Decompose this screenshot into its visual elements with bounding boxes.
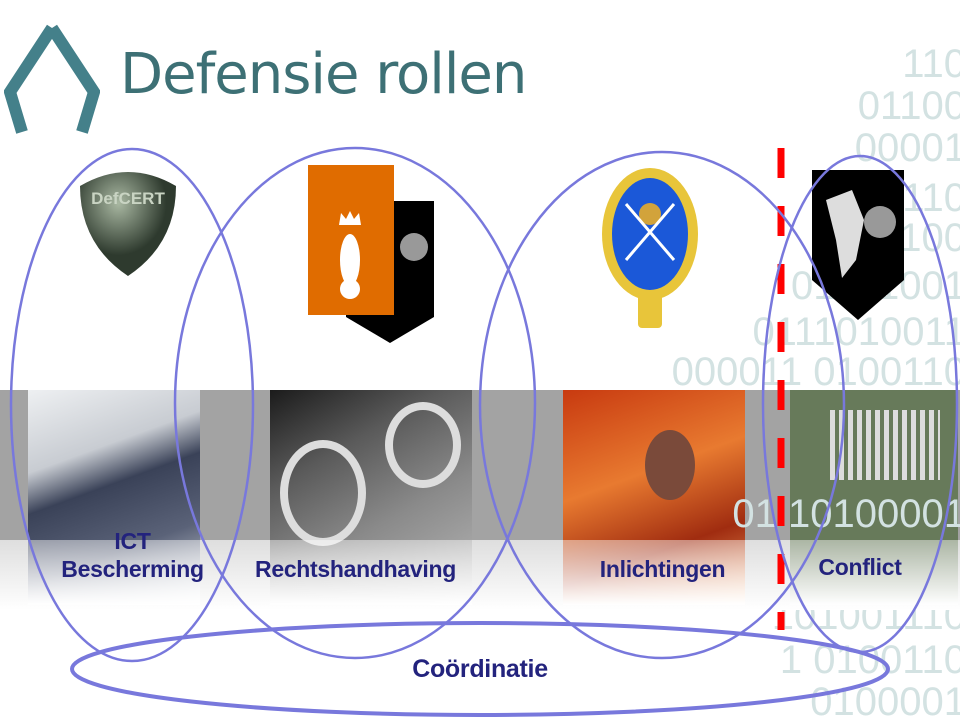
- binary-bg: 1 0100110: [779, 638, 960, 682]
- binary-bg: 0100001: [810, 680, 960, 724]
- ellipse-rechtshandhaving: [173, 146, 537, 660]
- binary-bg: 01100: [857, 84, 960, 128]
- coordination-label: Coördinatie: [412, 655, 548, 683]
- binary-bg: 00001: [854, 126, 960, 170]
- microphone-keyboard-photo: [563, 390, 745, 605]
- defcert-shield-icon: DefCERT: [80, 172, 176, 276]
- role-label-ict: ICT Bescherming: [40, 527, 225, 583]
- defensie-logo-icon: [4, 24, 100, 134]
- handcuffs-photo: [270, 390, 472, 605]
- intelligence-seal-icon: [602, 168, 698, 328]
- svg-text:DefCERT: DefCERT: [91, 189, 165, 208]
- role-label-line: ICT: [114, 528, 151, 554]
- role-label-line: Bescherming: [61, 556, 204, 582]
- ellipse-ict: [9, 147, 255, 663]
- ellipse-coordinatie: [70, 621, 890, 717]
- page-title: Defensie rollen: [120, 42, 527, 107]
- binary-bg: 110: [902, 42, 960, 86]
- qr-pattern: [830, 410, 940, 480]
- datacenter-photo: [28, 390, 200, 605]
- ellipse-conflict: [761, 154, 959, 654]
- handcuff-icon: [385, 402, 461, 488]
- marechaussee-emblem-icon: [308, 165, 434, 343]
- role-label-conflict: Conflict: [818, 554, 902, 580]
- binary-bg: 000011 0100110: [671, 350, 960, 394]
- microphone-icon: [645, 430, 695, 500]
- conflict-griffin-emblem-icon: [812, 170, 904, 320]
- binary-bg: 0111010011: [752, 310, 960, 354]
- role-label-rechtshandhaving: Rechtshandhaving: [255, 556, 456, 582]
- ellipse-inlichtingen: [478, 150, 846, 660]
- role-label-inlichtingen: Inlichtingen: [599, 556, 726, 582]
